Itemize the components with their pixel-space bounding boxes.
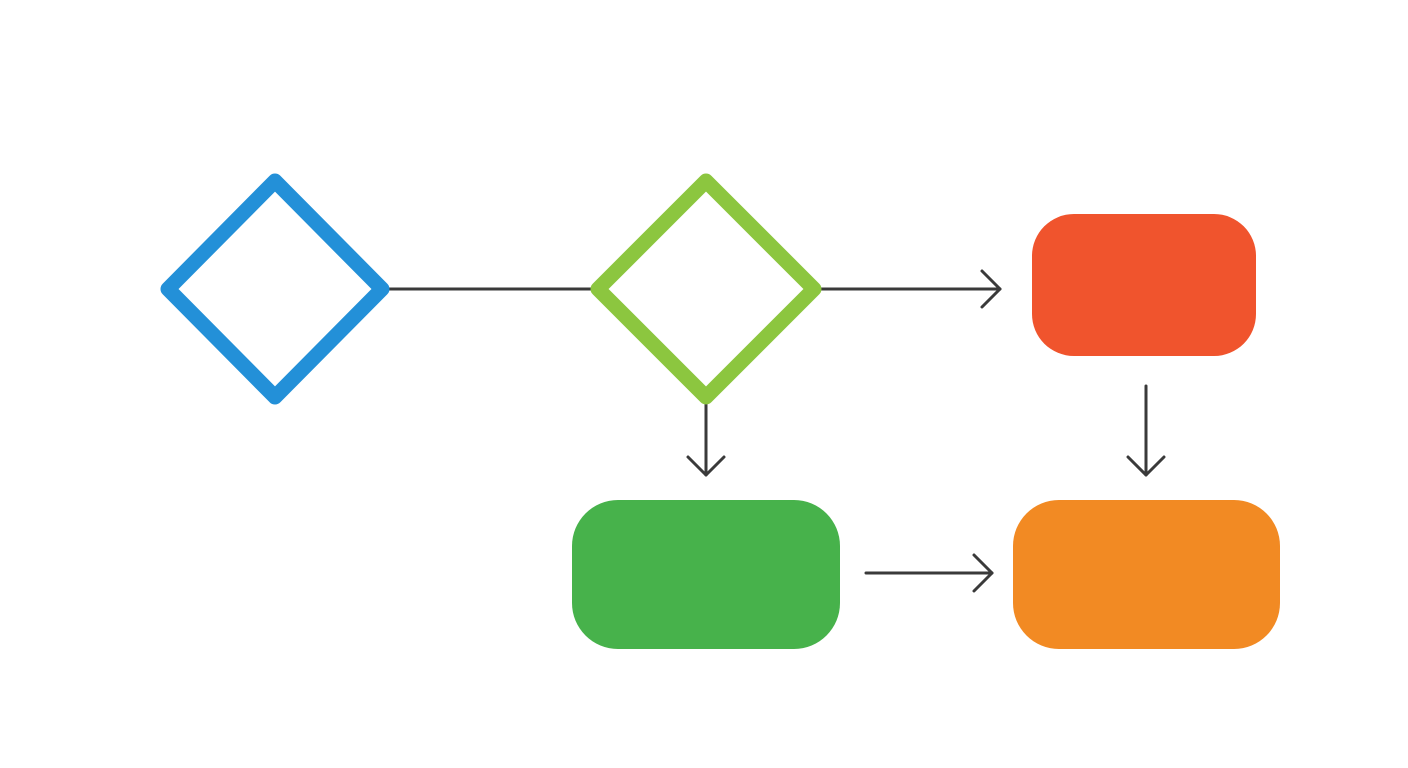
edge-green-box-to-orange-box — [864, 553, 994, 593]
orange-box-node — [1013, 500, 1280, 649]
arrowhead-down — [686, 455, 726, 477]
edge-red-box-to-orange-box — [1126, 384, 1166, 477]
blue-diamond-node — [160, 173, 390, 405]
nodes — [160, 173, 1280, 649]
arrowhead-right — [980, 269, 1002, 309]
green-diamond-node — [590, 173, 822, 405]
edge-green-diamond-to-green-box — [686, 396, 726, 477]
red-box-node — [1032, 214, 1256, 356]
edge-green-diamond-to-red-box — [812, 269, 1002, 309]
arrowhead-right — [972, 553, 994, 593]
connectors — [380, 269, 1166, 593]
arrowhead-down — [1126, 455, 1166, 477]
green-box-node — [572, 500, 840, 649]
